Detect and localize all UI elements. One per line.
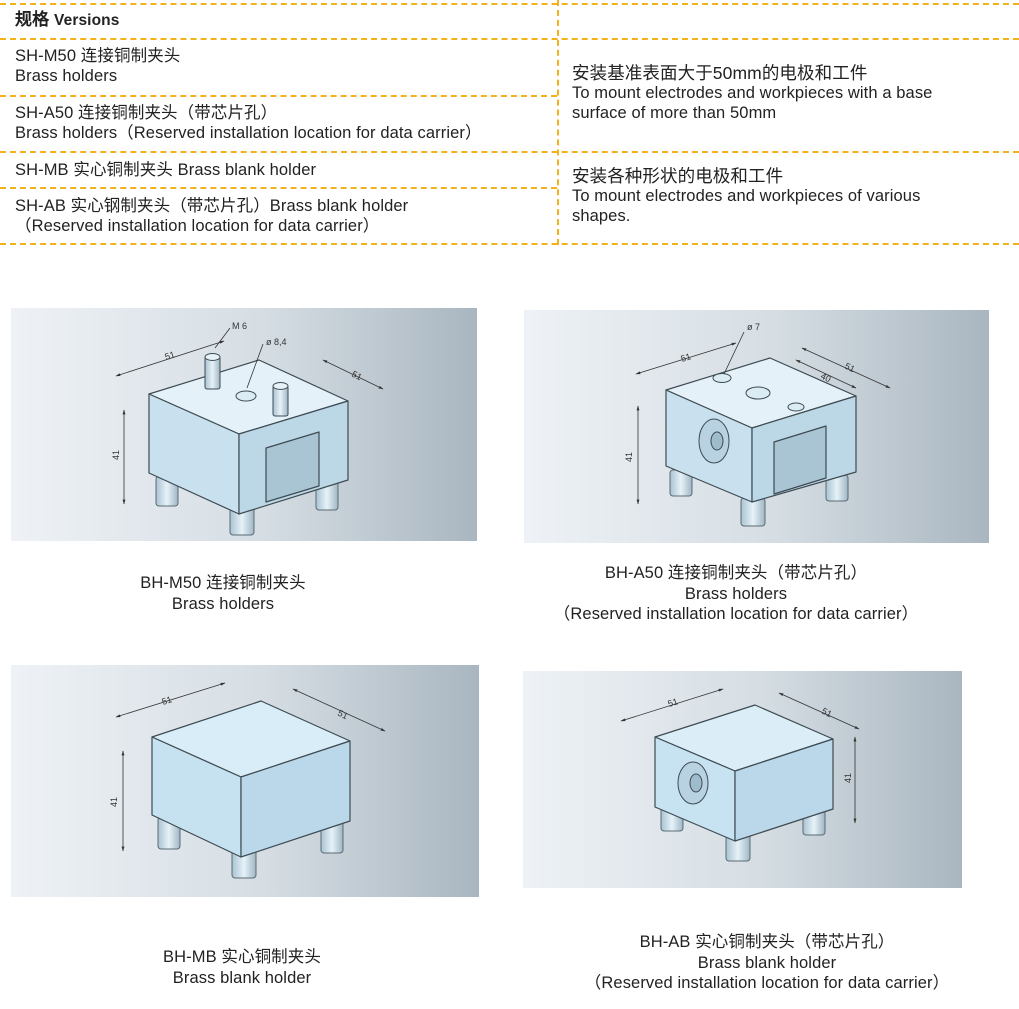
product-image-bh-ab: 51 51 41 xyxy=(523,671,962,888)
product-caption: BH-A50 连接铜制夹头（带芯片孔） Brass holders （Reser… xyxy=(524,563,948,625)
table-row: SH-MB 实心铜制夹头 Brass blank holder xyxy=(15,160,316,180)
table-group-desc: 安装基准表面大于50mm的电极和工件 To mount electrodes a… xyxy=(572,63,932,123)
table-rule xyxy=(0,3,1019,5)
dim-thread: M 6 xyxy=(232,321,247,331)
caption-model: BH-M50 连接铜制夹头 xyxy=(140,574,306,592)
dim-width: 51 xyxy=(164,349,177,362)
caption-model: BH-MB 实心铜制夹头 xyxy=(163,948,321,966)
dim-height: 41 xyxy=(109,797,119,807)
table-header-en: Versions xyxy=(54,12,120,29)
row-desc: Brass holders（Reserved installation loca… xyxy=(15,124,482,142)
caption-desc: Brass blank holder xyxy=(172,968,312,987)
caption-desc: Brass holders xyxy=(171,594,275,613)
caption-note: （Reserved installation location for data… xyxy=(584,974,950,992)
group-desc-en: shapes. xyxy=(572,207,631,225)
dim-hole: ø 8,4 xyxy=(266,337,287,347)
dim-height: 41 xyxy=(624,452,634,462)
caption-model: BH-A50 连接铜制夹头（带芯片孔） xyxy=(604,564,868,582)
dim-width: 51 xyxy=(161,694,174,707)
dim-depth: 51 xyxy=(843,361,856,374)
product-image-bh-a50: ø 7 51 51 40 41 xyxy=(524,310,989,543)
product-image-bh-mb: 51 51 41 xyxy=(11,665,479,897)
group-desc-cn: 安装基准表面大于50mm的电极和工件 xyxy=(572,63,868,83)
caption-model: BH-AB 实心铜制夹头（带芯片孔） xyxy=(639,933,895,951)
table-rule xyxy=(0,151,1019,153)
table-header-cn: 规格 xyxy=(15,10,50,29)
table-header: 规格 Versions xyxy=(15,10,119,31)
dim-depth: 51 xyxy=(350,369,363,382)
dim-hole: ø 7 xyxy=(747,322,760,332)
caption-desc: Brass holders xyxy=(684,584,788,603)
table-rule xyxy=(0,38,1019,40)
product-image-bh-m50: M 6 ø 8,4 51 51 41 xyxy=(11,308,477,541)
row-desc: Brass holders xyxy=(15,67,118,85)
dim-height: 41 xyxy=(111,450,121,460)
row-desc: （Reserved installation location for data… xyxy=(15,217,380,235)
table-column-divider xyxy=(557,0,559,245)
row-model: SH-A50 连接铜制夹头（带芯片孔） xyxy=(15,104,278,122)
table-row: SH-A50 连接铜制夹头（带芯片孔） Brass holders（Reserv… xyxy=(15,103,482,143)
dim-height: 41 xyxy=(843,773,853,783)
table-row: SH-M50 连接铜制夹头 Brass holders xyxy=(15,46,180,86)
group-desc-en: To mount electrodes and workpieces with … xyxy=(572,84,933,102)
table-rule xyxy=(0,95,557,97)
group-desc-cn: 安装各种形状的电极和工件 xyxy=(572,166,784,186)
group-desc-en: To mount electrodes and workpieces of va… xyxy=(572,187,921,205)
dim-width: 51 xyxy=(680,351,693,364)
spec-table: 规格 Versions SH-M50 连接铜制夹头 Brass holders … xyxy=(0,0,1019,245)
table-row: SH-AB 实心钢制夹头（带芯片孔）Brass blank holder （Re… xyxy=(15,196,408,236)
table-rule xyxy=(0,187,557,189)
caption-note: （Reserved installation location for data… xyxy=(553,605,919,623)
dim-depth: 51 xyxy=(820,706,833,719)
product-caption: BH-M50 连接铜制夹头 Brass holders xyxy=(11,573,435,614)
dim-pitch: 40 xyxy=(819,371,832,384)
product-caption: BH-MB 实心铜制夹头 Brass blank holder xyxy=(30,947,454,988)
dim-width: 51 xyxy=(667,696,680,709)
dim-depth: 51 xyxy=(336,708,349,721)
caption-desc: Brass blank holder xyxy=(697,953,837,972)
row-model: SH-M50 连接铜制夹头 xyxy=(15,47,181,65)
group-desc-en: surface of more than 50mm xyxy=(572,104,777,122)
table-rule xyxy=(0,243,1019,245)
product-caption: BH-AB 实心铜制夹头（带芯片孔） Brass blank holder （R… xyxy=(555,932,979,994)
row-model: SH-AB 实心钢制夹头（带芯片孔）Brass blank holder xyxy=(15,197,409,215)
row-model: SH-MB 实心铜制夹头 Brass blank holder xyxy=(15,161,317,179)
table-group-desc: 安装各种形状的电极和工件 To mount electrodes and wor… xyxy=(572,166,920,226)
